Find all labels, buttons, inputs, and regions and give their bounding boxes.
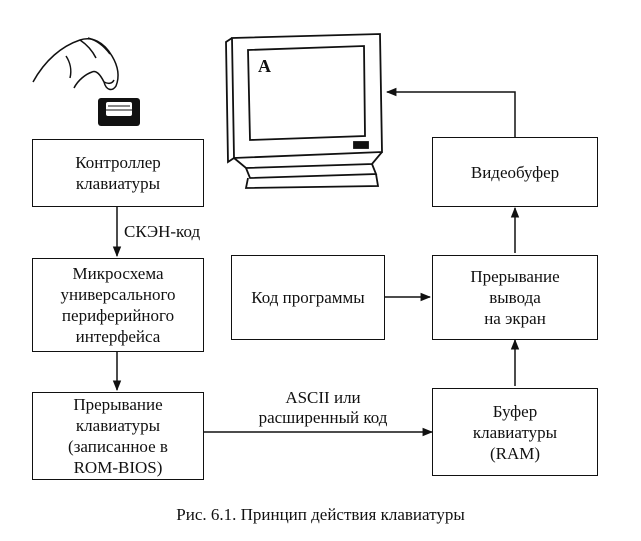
program-code-label: Код программы	[251, 288, 365, 307]
keyboard-controller-label: Контроллер клавиатуры	[75, 153, 161, 193]
keyboard-key-icon	[98, 98, 140, 126]
pointing-hand-icon	[32, 37, 119, 91]
screen-output-interrupt-label: Прерывание вывода на экран	[470, 267, 560, 328]
video-buffer-box: Видеобуфер	[432, 137, 598, 207]
monitor-screen-char: A	[258, 56, 271, 76]
keyboard-interrupt-box: Прерывание клавиатуры (записанное в ROM-…	[32, 392, 204, 480]
monitor-icon	[225, 33, 383, 189]
arrow-videobuffer-to-monitor	[385, 87, 516, 137]
ppi-chip-box: Микросхема универсального периферийного …	[32, 258, 204, 352]
keyboard-buffer-label: Буфер клавиатуры (RAM)	[472, 401, 558, 463]
keyboard-buffer-box: Буфер клавиатуры (RAM)	[432, 388, 598, 476]
screen-output-interrupt-box: Прерывание вывода на экран	[432, 255, 598, 340]
connectors	[112, 87, 520, 437]
scan-code-label: СКЭН-код	[124, 222, 201, 241]
keyboard-interrupt-label: Прерывание клавиатуры (записанное в ROM-…	[68, 395, 168, 477]
figure-caption: Рис. 6.1. Принцип действия клавиатуры	[176, 505, 465, 524]
program-code-box: Код программы	[231, 255, 385, 340]
keyboard-controller-box: Контроллер клавиатуры	[32, 139, 204, 207]
video-buffer-label: Видеобуфер	[470, 162, 560, 182]
ascii-code-label: ASCII или расширенный код	[258, 388, 388, 427]
ppi-chip-label: Микросхема универсального периферийного …	[60, 264, 176, 346]
